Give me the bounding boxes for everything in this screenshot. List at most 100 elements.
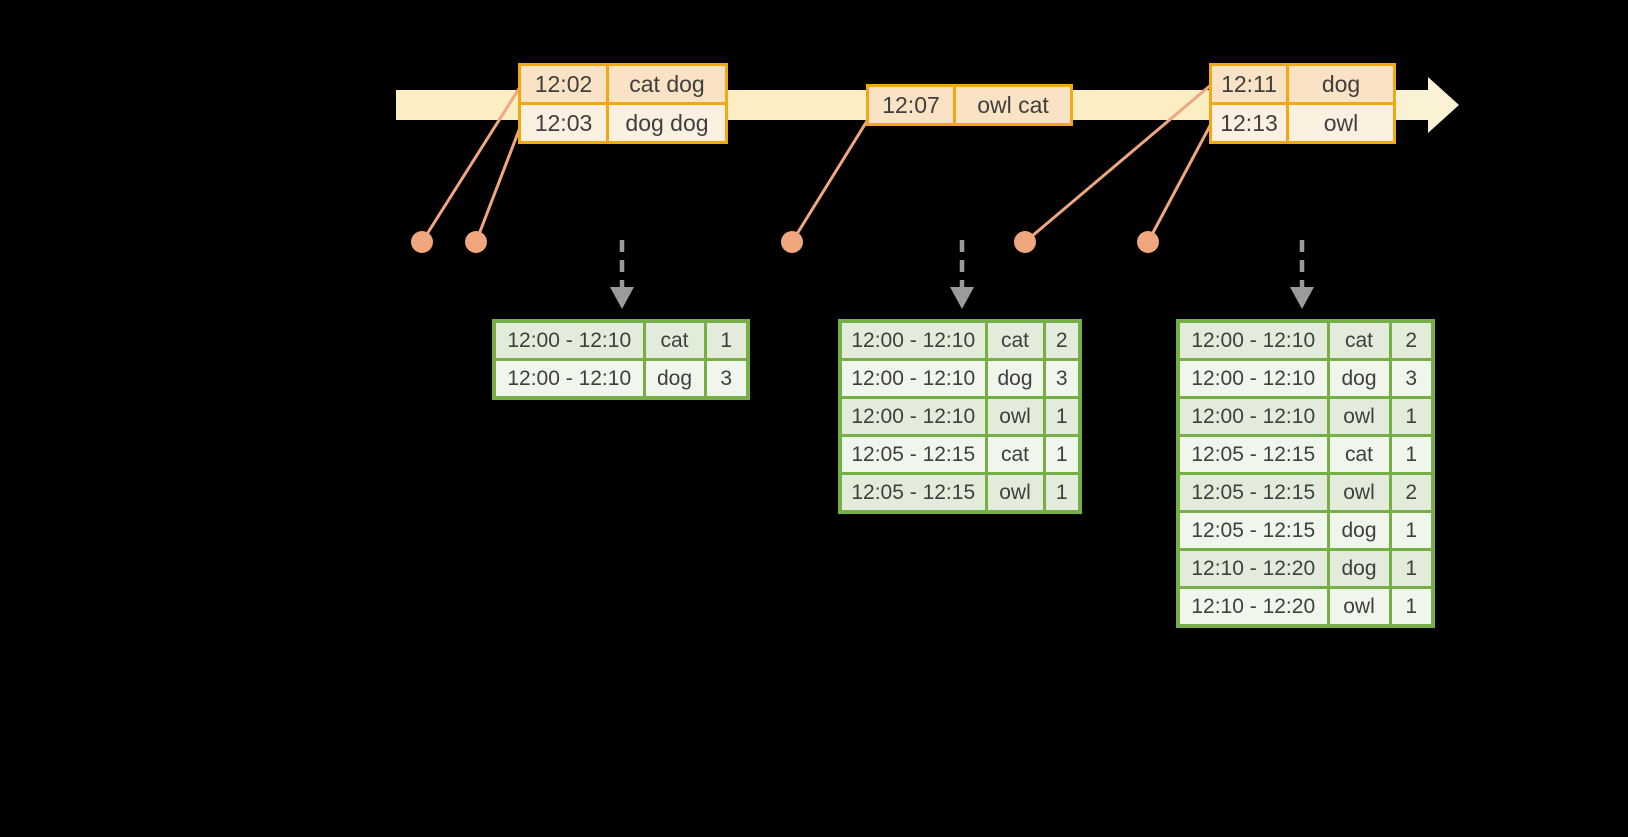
word-cell: owl (1326, 396, 1392, 437)
count-cell: 1 (1388, 434, 1435, 475)
window-cell: 12:00 - 12:10 (1176, 358, 1330, 399)
word-cell: cat (984, 319, 1046, 361)
event-table-1: 12:02 cat dog 12:03 dog dog (518, 63, 728, 144)
count-cell: 2 (1388, 319, 1435, 361)
word-cell: owl (1326, 472, 1392, 513)
event-time-cell: 12:11 (1209, 63, 1289, 105)
window-cell: 12:00 - 12:10 (1176, 319, 1330, 361)
table-row: 12:05 - 12:15 dog 1 (1176, 510, 1435, 551)
count-cell: 1 (1388, 548, 1435, 589)
event-connectors (420, 82, 1214, 244)
word-cell: dog (1326, 510, 1392, 551)
result-table-1: 12:00 - 12:10 cat 1 12:00 - 12:10 dog 3 (492, 319, 750, 400)
table-row: 12:00 - 12:10 cat 1 (492, 319, 750, 361)
table-row: 12:00 - 12:10 cat 2 (1176, 319, 1435, 361)
word-cell: owl (984, 396, 1046, 437)
count-cell: 3 (703, 358, 750, 400)
word-cell: owl (984, 472, 1046, 514)
trigger-arrows (619, 240, 1305, 291)
count-cell: 1 (1388, 586, 1435, 628)
event-dots (411, 231, 1159, 253)
word-cell: cat (1326, 434, 1392, 475)
table-row: 12:05 - 12:15 owl 2 (1176, 472, 1435, 513)
count-cell: 1 (1388, 396, 1435, 437)
table-row: 12:05 - 12:15 cat 1 (1176, 434, 1435, 475)
word-cell: cat (642, 319, 707, 361)
count-cell: 2 (1388, 472, 1435, 513)
count-cell: 1 (1042, 434, 1082, 475)
window-cell: 12:00 - 12:10 (1176, 396, 1330, 437)
word-cell: dog (1326, 548, 1392, 589)
event-table-3: 12:11 dog 12:13 owl (1209, 63, 1396, 144)
count-cell: 1 (1388, 510, 1435, 551)
event-words-cell: cat dog (606, 63, 728, 105)
word-cell: dog (642, 358, 707, 400)
table-row: 12:00 - 12:10 dog 3 (1176, 358, 1435, 399)
window-cell: 12:00 - 12:10 (492, 358, 646, 400)
word-cell: cat (984, 434, 1046, 475)
event-connector-line (474, 124, 523, 243)
result-table-2: 12:00 - 12:10 cat 2 12:00 - 12:10 dog 3 … (838, 319, 1082, 514)
timeline-arrow-icon (1428, 77, 1459, 133)
event-connector-line (420, 86, 522, 243)
count-cell: 1 (703, 319, 750, 361)
window-cell: 12:05 - 12:15 (1176, 510, 1330, 551)
table-row: 12:10 - 12:20 dog 1 (1176, 548, 1435, 589)
table-row: 12:11 dog (1209, 63, 1396, 105)
table-row: 12:07 owl cat (866, 84, 1073, 126)
table-row: 12:00 - 12:10 cat 2 (838, 319, 1082, 361)
count-cell: 2 (1042, 319, 1082, 361)
table-row: 12:10 - 12:20 owl 1 (1176, 586, 1435, 628)
result-table-3: 12:00 - 12:10 cat 2 12:00 - 12:10 dog 3 … (1176, 319, 1435, 628)
event-dot (1137, 231, 1159, 253)
event-words-cell: owl cat (953, 84, 1073, 126)
event-words-cell: dog dog (606, 102, 728, 144)
event-words-cell: dog (1286, 63, 1396, 105)
table-row: 12:03 dog dog (518, 102, 728, 144)
event-dot (1014, 231, 1036, 253)
timeline-band-end (1395, 90, 1428, 120)
arrow-down-icon (1290, 287, 1314, 309)
event-connector-line (790, 120, 869, 243)
event-time-cell: 12:13 (1209, 102, 1289, 144)
table-row: 12:00 - 12:10 owl 1 (1176, 396, 1435, 437)
count-cell: 1 (1042, 396, 1082, 437)
table-row: 12:05 - 12:15 cat 1 (838, 434, 1082, 475)
event-dot (781, 231, 803, 253)
arrow-down-icon (950, 287, 974, 309)
window-cell: 12:05 - 12:15 (838, 434, 988, 475)
count-cell: 1 (1042, 472, 1082, 514)
count-cell: 3 (1042, 358, 1082, 399)
window-cell: 12:10 - 12:20 (1176, 586, 1330, 628)
count-cell: 3 (1388, 358, 1435, 399)
event-words-cell: owl (1286, 102, 1396, 144)
table-row: 12:00 - 12:10 dog 3 (492, 358, 750, 400)
word-cell: dog (1326, 358, 1392, 399)
window-cell: 12:05 - 12:15 (1176, 472, 1330, 513)
event-time-cell: 12:03 (518, 102, 609, 144)
word-cell: dog (984, 358, 1046, 399)
event-dot (465, 231, 487, 253)
window-cell: 12:10 - 12:20 (1176, 548, 1330, 589)
table-row: 12:02 cat dog (518, 63, 728, 105)
table-row: 12:13 owl (1209, 102, 1396, 144)
window-cell: 12:00 - 12:10 (492, 319, 646, 361)
table-row: 12:05 - 12:15 owl 1 (838, 472, 1082, 514)
window-cell: 12:00 - 12:10 (838, 319, 988, 361)
table-row: 12:00 - 12:10 dog 3 (838, 358, 1082, 399)
window-cell: 12:00 - 12:10 (838, 358, 988, 399)
arrow-down-icon (610, 287, 634, 309)
table-row: 12:00 - 12:10 owl 1 (838, 396, 1082, 437)
word-cell: owl (1326, 586, 1392, 628)
event-table-2: 12:07 owl cat (866, 84, 1073, 126)
window-cell: 12:00 - 12:10 (838, 396, 988, 437)
event-connector-line (1146, 121, 1214, 243)
word-cell: cat (1326, 319, 1392, 361)
event-time-cell: 12:02 (518, 63, 609, 105)
window-cell: 12:05 - 12:15 (838, 472, 988, 514)
window-cell: 12:05 - 12:15 (1176, 434, 1330, 475)
event-time-cell: 12:07 (866, 84, 956, 126)
event-connector-line (1024, 82, 1213, 244)
trigger-arrowheads (610, 287, 1314, 309)
